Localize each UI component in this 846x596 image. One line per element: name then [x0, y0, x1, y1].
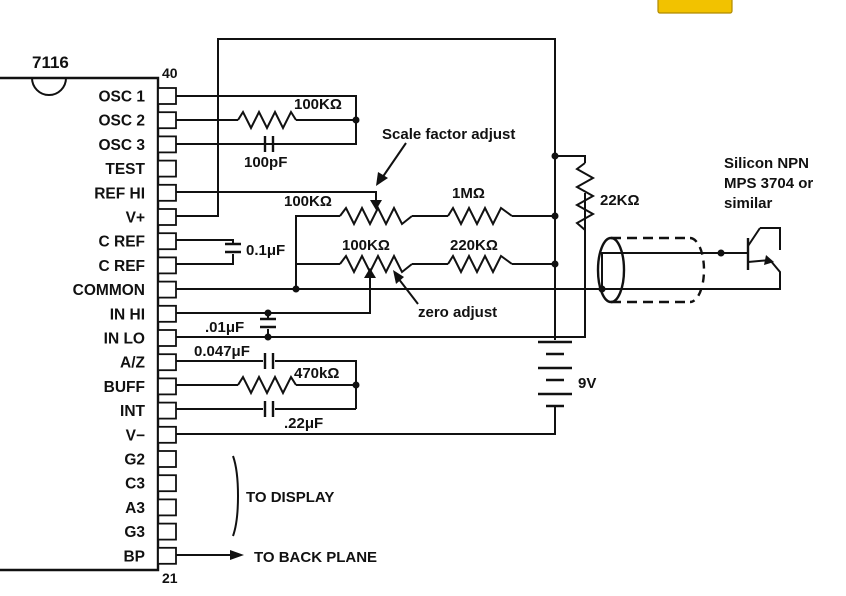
pin-box: [157, 87, 177, 105]
pin-boxes: [157, 87, 177, 565]
resistor-1m: [447, 205, 513, 227]
resistor-osc: [237, 109, 297, 131]
capacitor-cref: [225, 242, 241, 254]
resistor-scale-pot: [339, 205, 413, 227]
label-c-az: 0.047μF: [194, 343, 250, 360]
label-r-scale-pot: 100KΩ: [284, 193, 332, 210]
label-r-220k: 220KΩ: [450, 237, 498, 254]
pin-box: [157, 232, 177, 251]
capacitor-osc: [263, 136, 275, 152]
pin-label: V+: [126, 210, 145, 227]
pin-label: A3: [125, 500, 145, 517]
label-c-in: .01μF: [205, 319, 244, 336]
pin-label: OSC 1: [98, 89, 145, 106]
pin-box: [157, 135, 177, 154]
label-transistor-2: MPS 3704 or: [724, 175, 813, 192]
capacitor-int: [263, 401, 275, 417]
pin-label: V−: [126, 427, 145, 444]
label-c-int: .22μF: [284, 415, 323, 432]
pin-box: [157, 183, 177, 202]
chip-notch: [31, 77, 67, 96]
pin-label: COMMON: [73, 282, 145, 299]
pin-labels: OSC 1 OSC 2 OSC 3 TEST REF HI V+ C REF C REF COM…: [73, 89, 146, 566]
output-connections: [176, 455, 244, 560]
pin-box: [157, 329, 177, 347]
pin-number-bottom: 21: [162, 570, 178, 586]
battery-9v: [538, 340, 572, 418]
pin-box: [157, 304, 177, 323]
capacitor-in: [260, 317, 276, 329]
pin-label: OSC 2: [98, 113, 145, 130]
resistors: [237, 109, 596, 396]
pin-box: [157, 498, 177, 517]
pin-box: [157, 522, 177, 541]
wires: [176, 38, 781, 435]
pin-box: [157, 377, 177, 396]
pin-label: G3: [124, 524, 145, 541]
label-battery: 9V: [578, 375, 596, 392]
pin-label: IN LO: [104, 331, 145, 348]
label-r-bias: 22KΩ: [600, 192, 640, 209]
pin-label: TEST: [105, 161, 145, 178]
pin-box: [157, 474, 177, 493]
pin-label: A/Z: [120, 355, 146, 372]
label-to-back-plane: TO BACK PLANE: [254, 549, 377, 566]
pin-label: BUFF: [104, 379, 145, 396]
label-c-ref: 0.1μF: [246, 242, 285, 259]
pot-wipers: [364, 142, 419, 305]
resistor-zero-pot: [339, 253, 413, 275]
junction-dots: [264, 116, 725, 389]
pin-label: C3: [125, 476, 145, 493]
label-r-int: 470kΩ: [294, 365, 339, 382]
capacitor-az: [263, 353, 275, 369]
pin-box: [157, 208, 177, 226]
capacitors: [225, 136, 276, 417]
page-tab-marker: [657, 0, 733, 14]
label-zero-adjust: zero adjust: [418, 304, 497, 321]
label-transistor-3: similar: [724, 195, 773, 212]
pin-box: [157, 401, 177, 420]
pin-label: G2: [124, 452, 145, 469]
pin-box: [157, 111, 177, 130]
pin-label: IN HI: [110, 306, 145, 323]
pin-label: REF HI: [94, 185, 145, 202]
label-r-zero-pot: 100KΩ: [342, 237, 390, 254]
chip-part-number: 7116: [32, 53, 69, 72]
label-r-1m: 1MΩ: [452, 185, 485, 202]
label-to-display: TO DISPLAY: [246, 489, 334, 506]
pin-box: [157, 425, 177, 444]
resistor-22k: [574, 162, 596, 231]
resistor-470k: [237, 374, 297, 396]
ic-7116: 7116 40 21 OSC 1 OSC 2 OSC 3 TEST REF HI V+ C …: [0, 53, 178, 586]
pin-label: C REF: [99, 234, 146, 251]
resistor-220k: [447, 253, 513, 275]
label-r-osc: 100KΩ: [294, 96, 342, 113]
label-c-osc: 100pF: [244, 154, 287, 171]
label-transistor-1: Silicon NPN: [724, 155, 809, 172]
pin-label: OSC 3: [98, 137, 145, 154]
pin-label: INT: [120, 403, 146, 420]
coax-sensor: [596, 236, 706, 304]
pin-box: [157, 450, 177, 468]
pin-number-top: 40: [162, 65, 178, 81]
pin-label: C REF: [99, 258, 146, 275]
pin-box: [157, 353, 177, 372]
pin-box: [157, 280, 177, 299]
pin-label: BP: [123, 548, 145, 565]
transistor-npn: [746, 227, 774, 270]
pin-box: [157, 256, 177, 275]
pin-box: [157, 546, 177, 565]
pin-box: [157, 159, 177, 178]
label-scale-adjust: Scale factor adjust: [382, 126, 515, 143]
